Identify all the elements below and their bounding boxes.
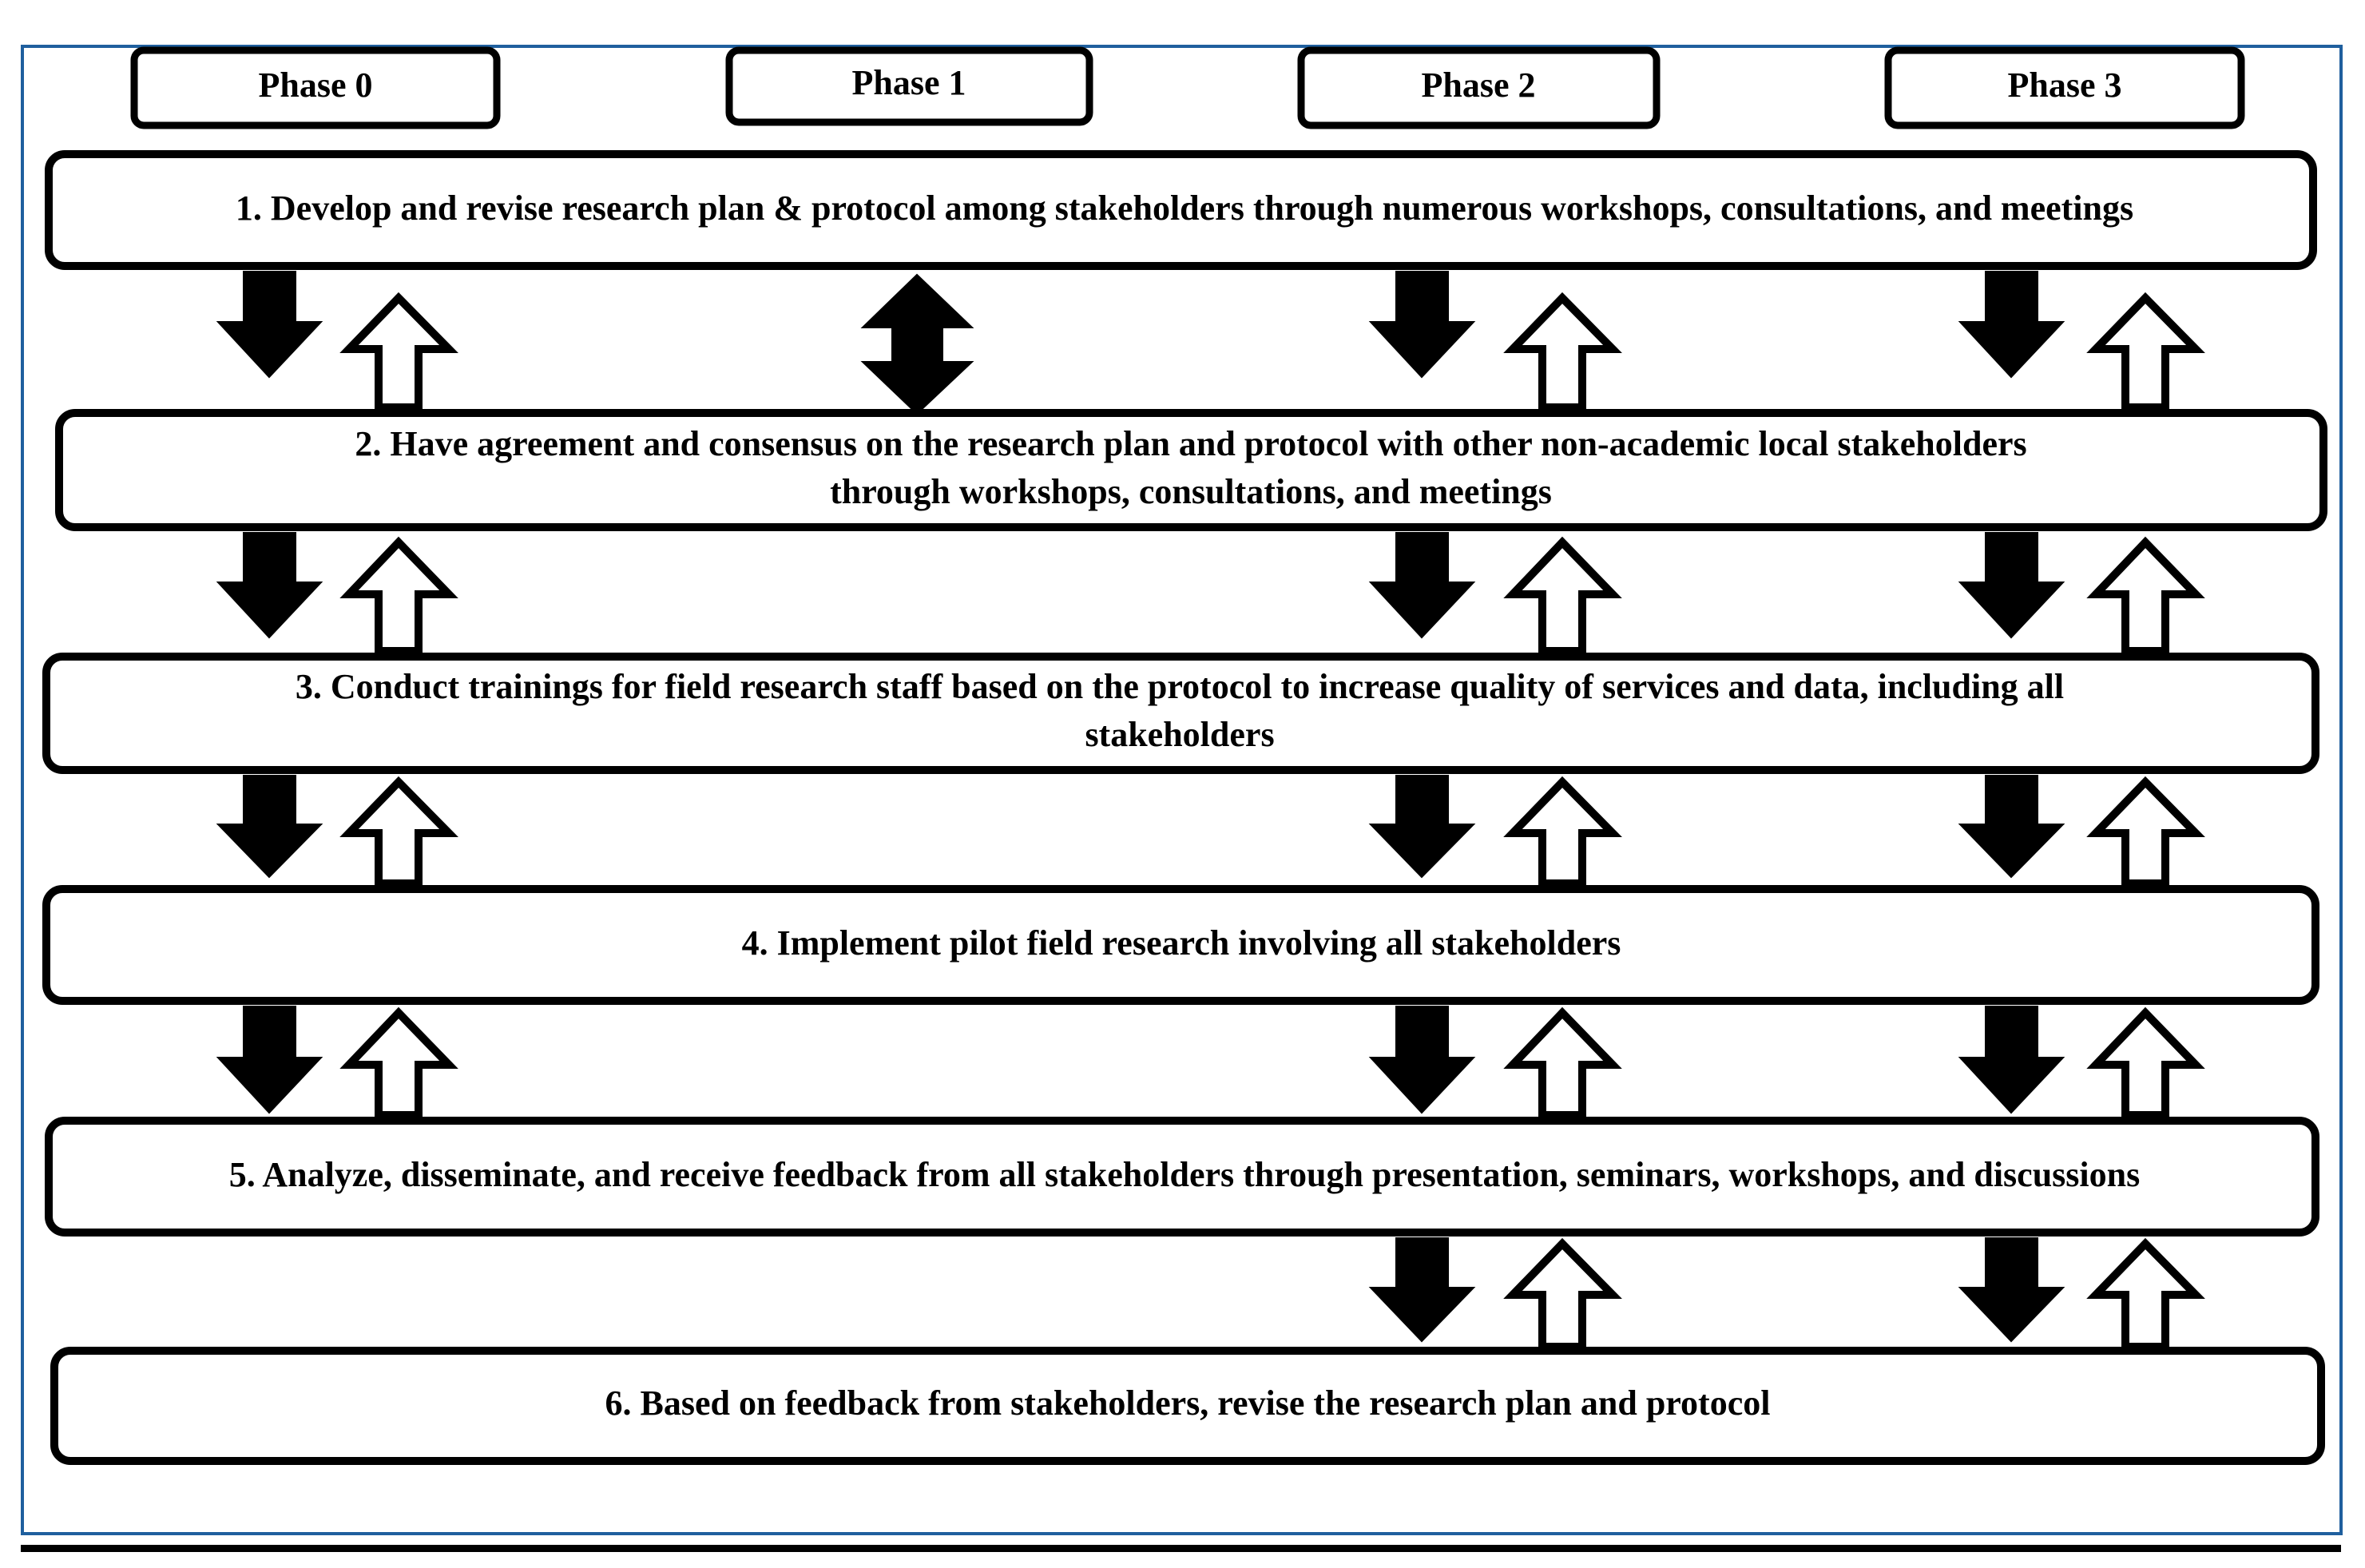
up-arrow-phase-0-a — [339, 292, 458, 411]
down-arrow-phase-0-b — [216, 532, 323, 639]
step-5: 5. Analyze, disseminate, and receive fee… — [45, 1117, 2319, 1237]
up-arrow-phase-3-d — [2086, 1006, 2205, 1119]
step-2-line-2: through workshops, consultations, and me… — [830, 472, 1552, 511]
up-arrow-phase-2-e — [1503, 1237, 1622, 1351]
connector-steps-2-3 — [216, 532, 2205, 655]
up-arrow-phase-2-b — [1503, 536, 1622, 655]
step-2-line-1: 2. Have agreement and consensus on the r… — [355, 424, 2026, 463]
step-5-line-1: 5. Analyze, disseminate, and receive fee… — [229, 1155, 2140, 1194]
connector-steps-5-6 — [1368, 1237, 2205, 1351]
up-arrow-phase-3-c — [2086, 776, 2205, 887]
down-arrow-phase-0-a — [216, 271, 323, 379]
down-arrow-phase-3-c — [1958, 775, 2065, 879]
up-arrow-phase-3-e — [2086, 1237, 2205, 1351]
step-box-6 — [50, 1347, 2325, 1465]
step-6-line-1: 6. Based on feedback from stakeholders, … — [605, 1383, 1771, 1423]
bidirectional-arrow-phase-1 — [860, 273, 974, 415]
phase-label-1: Phase 1 — [852, 63, 966, 102]
down-arrow-phase-3-e — [1958, 1237, 2065, 1343]
down-arrow-phase-2-a — [1368, 271, 1476, 379]
phase-box-0 — [130, 46, 501, 129]
step-3: 3. Conduct trainings for field research … — [42, 653, 2319, 774]
phase-box-1 — [725, 46, 1093, 126]
connector-steps-3-4 — [216, 775, 2205, 887]
phase-box-3 — [1884, 46, 2245, 129]
step-3-line-1: 3. Conduct trainings for field research … — [296, 667, 2064, 706]
down-arrow-phase-2-b — [1368, 532, 1476, 639]
down-arrow-phase-3-a — [1958, 271, 2065, 379]
down-arrow-phase-2-c — [1368, 775, 1476, 879]
up-arrow-phase-3-b — [2086, 536, 2205, 655]
phase-header-1: Phase 1 — [725, 46, 1093, 126]
phase-label-0: Phase 0 — [259, 65, 373, 105]
down-arrow-phase-2-e — [1368, 1237, 1476, 1343]
connector-steps-4-5 — [216, 1006, 2205, 1119]
down-arrow-phase-3-b — [1958, 532, 2065, 639]
step-3-line-2: stakeholders — [1085, 715, 1274, 754]
down-arrow-phase-0-c — [216, 775, 323, 879]
up-arrow-phase-2-d — [1503, 1006, 1622, 1119]
up-arrow-phase-0-b — [339, 536, 458, 655]
down-arrow-phase-0-d — [216, 1006, 323, 1114]
step-box-4 — [42, 885, 2319, 1005]
down-arrow-phase-3-d — [1958, 1006, 2065, 1114]
step-box-1 — [45, 150, 2317, 270]
step-1: 1. Develop and revise research plan & pr… — [45, 150, 2317, 270]
phase-label-2: Phase 2 — [1422, 65, 1536, 105]
step-box-3 — [42, 653, 2319, 774]
connector-steps-1-2 — [216, 271, 2205, 415]
step-6: 6. Based on feedback from stakeholders, … — [50, 1347, 2325, 1465]
up-arrow-phase-2-c — [1503, 776, 1622, 887]
step-box-5 — [45, 1117, 2319, 1237]
step-4-line-1: 4. Implement pilot field research involv… — [742, 923, 1621, 963]
up-arrow-phase-2-a — [1503, 292, 1622, 411]
diagram-frame — [21, 45, 2343, 1535]
bottom-rule — [21, 1545, 2341, 1552]
phase-header-0: Phase 0 — [130, 46, 501, 129]
step-4: 4. Implement pilot field research involv… — [42, 885, 2319, 1005]
step-2: 2. Have agreement and consensus on the r… — [55, 409, 2327, 531]
phase-header-3: Phase 3 — [1884, 46, 2245, 129]
phase-label-3: Phase 3 — [2008, 65, 2122, 105]
step-1-line-1: 1. Develop and revise research plan & pr… — [236, 189, 2133, 228]
phase-box-2 — [1297, 46, 1661, 129]
up-arrow-phase-0-d — [339, 1006, 458, 1119]
phase-header-2: Phase 2 — [1297, 46, 1661, 129]
up-arrow-phase-0-c — [339, 776, 458, 887]
down-arrow-phase-2-d — [1368, 1006, 1476, 1114]
up-arrow-phase-3-a — [2086, 292, 2205, 411]
step-box-2 — [55, 409, 2327, 531]
